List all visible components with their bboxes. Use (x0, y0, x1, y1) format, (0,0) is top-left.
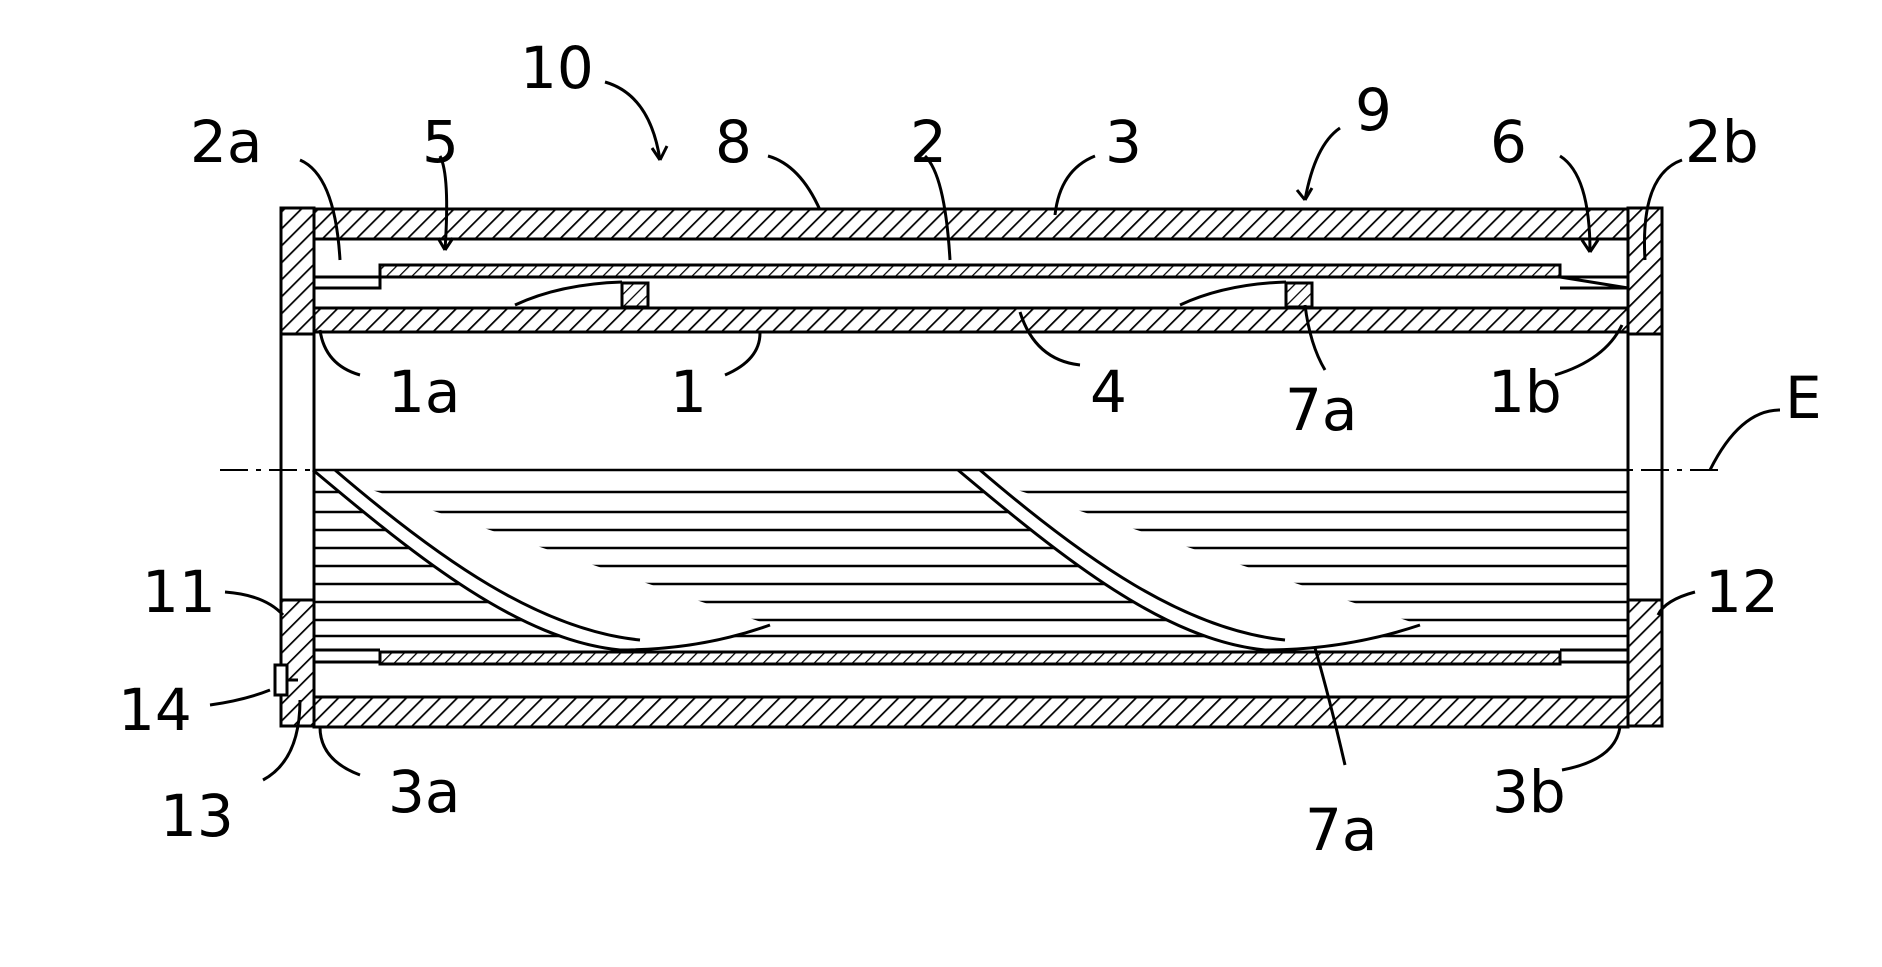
label-4: 4 (1090, 358, 1127, 426)
label-3b: 3b (1492, 758, 1566, 826)
label-1: 1 (670, 358, 707, 426)
label-2a: 2a (190, 108, 262, 176)
label-8: 8 (715, 108, 752, 176)
leader-lines (210, 82, 1780, 780)
label-2b: 2b (1685, 108, 1759, 176)
spacer-elements-top (515, 282, 1312, 307)
label-3: 3 (1105, 108, 1142, 176)
label-1a: 1a (388, 358, 460, 426)
label-11: 11 (142, 558, 216, 626)
label-13: 13 (160, 782, 234, 850)
label-6: 6 (1490, 108, 1527, 176)
label-7a-top: 7a (1285, 376, 1357, 444)
reference-numerals: 10 9 8 2 3 2a 5 6 2b 1a 1 4 7a 1b E 11 1… (118, 34, 1822, 864)
label-1b: 1b (1488, 358, 1562, 426)
inner-tube-wall (314, 308, 1628, 332)
label-3a: 3a (388, 758, 460, 826)
label-10: 10 (520, 34, 594, 102)
label-14: 14 (118, 676, 192, 744)
label-12: 12 (1705, 558, 1779, 626)
right-end-plate (1628, 208, 1662, 726)
label-7a-bottom: 7a (1305, 796, 1377, 864)
left-end-plate (281, 208, 314, 726)
label-2: 2 (910, 108, 947, 176)
label-9: 9 (1355, 76, 1392, 144)
helical-spacer-bands (313, 470, 1420, 650)
label-E: E (1785, 364, 1822, 432)
label-5: 5 (422, 108, 459, 176)
outer-tube-wall (314, 209, 1628, 727)
